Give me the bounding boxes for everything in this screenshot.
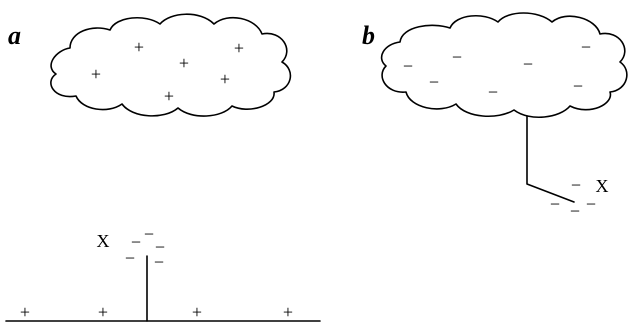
cloud-a: [50, 13, 292, 117]
cloud-a-charge: +: [234, 38, 244, 58]
panel-b: b − − − − − − − − − − − X: [362, 12, 628, 221]
tip-charge: −: [571, 175, 581, 195]
cloud-b-charge: −: [403, 56, 413, 76]
lightning-leader-b: [526, 115, 575, 203]
tip-charge: −: [154, 252, 164, 272]
cloud-b: [380, 12, 628, 119]
ground-charge: +: [283, 302, 293, 322]
cloud-a-charge: +: [179, 53, 189, 73]
cloud-a-charge: +: [220, 69, 230, 89]
cloud-b-charge: −: [452, 47, 462, 67]
cloud-b-charge: −: [523, 54, 533, 74]
tip-charge: −: [586, 194, 596, 214]
tip-charge: −: [125, 248, 135, 268]
cloud-b-charge: −: [573, 76, 583, 96]
panel-b-label: b: [362, 21, 375, 50]
tip-charge: −: [144, 224, 154, 244]
ground-charge: +: [98, 302, 108, 322]
leader-b-tip-charges: − − − −: [550, 175, 596, 221]
tip-marker-b: X: [596, 176, 609, 196]
cloud-a-charge: +: [134, 37, 144, 57]
panel-a: a + + + + + + + + + + − − − − − X: [5, 13, 321, 322]
rod-a-tip-charges: − − − − −: [125, 224, 165, 272]
tip-marker-a: X: [97, 231, 110, 251]
cloud-b-charge: −: [488, 82, 498, 102]
ground-charge: +: [20, 302, 30, 322]
tip-charge: −: [155, 237, 165, 257]
ground-charges: + + + +: [20, 302, 293, 322]
cloud-a-charges: + + + + + +: [91, 37, 244, 106]
tip-charge: −: [550, 194, 560, 214]
cloud-b-charges: − − − − − − −: [403, 37, 591, 102]
cloud-b-charge: −: [429, 72, 439, 92]
tip-charge: −: [570, 201, 580, 221]
cloud-a-charge: +: [91, 64, 101, 84]
cloud-b-charge: −: [581, 37, 591, 57]
ground-charge: +: [192, 302, 202, 322]
tip-charge: −: [131, 232, 141, 252]
panel-a-label: a: [8, 21, 21, 50]
cloud-a-charge: +: [164, 86, 174, 106]
